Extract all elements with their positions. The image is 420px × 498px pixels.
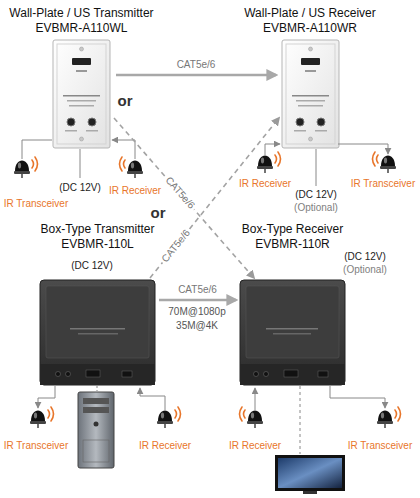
device-title: Wall-Plate / US Receiver — [244, 6, 376, 21]
wall-plate-transmitter — [53, 40, 110, 148]
model-number: EVBMR-A110WR — [244, 21, 376, 36]
ir-device-label: IR Receiver — [139, 440, 191, 452]
distance-spec: 35M@4K — [176, 320, 218, 332]
optional-note: (Optional) — [294, 202, 338, 214]
device-title: Wall-Plate / US Transmitter — [9, 6, 153, 21]
cable-label: CAT5e/6 — [161, 173, 198, 213]
or-label: or — [151, 204, 166, 221]
optional-note: (Optional) — [343, 264, 387, 276]
device-heading: Box-Type ReceiverEVBMR-110R — [242, 222, 343, 252]
tv-display — [275, 455, 345, 494]
power-label: (DC 12V) — [344, 251, 386, 263]
cable-arrow — [159, 299, 236, 302]
wall-plate-receiver — [282, 40, 339, 148]
device-heading: Wall-Plate / US ReceiverEVBMR-A110WR — [244, 6, 376, 36]
pc-tower — [78, 392, 114, 468]
device-heading: Wall-Plate / US TransmitterEVBMR-A110WL — [9, 6, 153, 36]
model-number: EVBMR-110R — [242, 237, 343, 252]
device-title: Box-Type Receiver — [242, 222, 343, 237]
box-transmitter — [40, 280, 155, 385]
or-label: or — [118, 92, 133, 109]
device-box: Wall-Plate / US ReceiverEVBMR-A110WR — [282, 40, 338, 148]
device-box: Wall-Plate / US TransmitterEVBMR-A110WL — [53, 40, 110, 148]
power-label: (DC 12V) — [71, 260, 113, 272]
power-label: (DC 12V) — [295, 189, 337, 201]
device-heading: Box-Type TransmitterEVBMR-110L — [40, 222, 154, 252]
power-label: (DC 12V) — [59, 182, 101, 194]
device-box: Box-Type TransmitterEVBMR-110L — [40, 280, 155, 385]
device-box: Box-Type ReceiverEVBMR-110R — [240, 280, 345, 385]
cable-arrow — [116, 74, 276, 77]
ir-device-label: IR Transceiver — [351, 178, 415, 190]
device-title: Box-Type Transmitter — [40, 222, 154, 237]
ir-device-label: IR Receiver — [239, 178, 291, 190]
ir-device-label: IR Receiver — [109, 185, 161, 197]
ir-device-label: IR Transceiver — [4, 440, 68, 452]
dashed-cable-arrow — [150, 118, 279, 278]
dashed-cable-arrow — [114, 118, 254, 278]
ir-wires — [22, 140, 388, 454]
cable-label: CAT5e/6 — [158, 226, 194, 267]
model-number: EVBMR-A110WL — [9, 21, 153, 36]
cable-label: CAT5e/6 — [175, 59, 218, 71]
distance-spec: 70M@1080p — [168, 306, 225, 318]
ir-device-label: IR Transceiver — [348, 440, 412, 452]
ir-devices — [14, 152, 401, 428]
box-receiver — [240, 280, 345, 385]
ir-device-label: IR Receiver — [229, 440, 281, 452]
model-number: EVBMR-110L — [40, 237, 154, 252]
cable-label: CAT5e/6 — [176, 284, 219, 296]
ir-device-label: IR Transceiver — [4, 198, 68, 210]
